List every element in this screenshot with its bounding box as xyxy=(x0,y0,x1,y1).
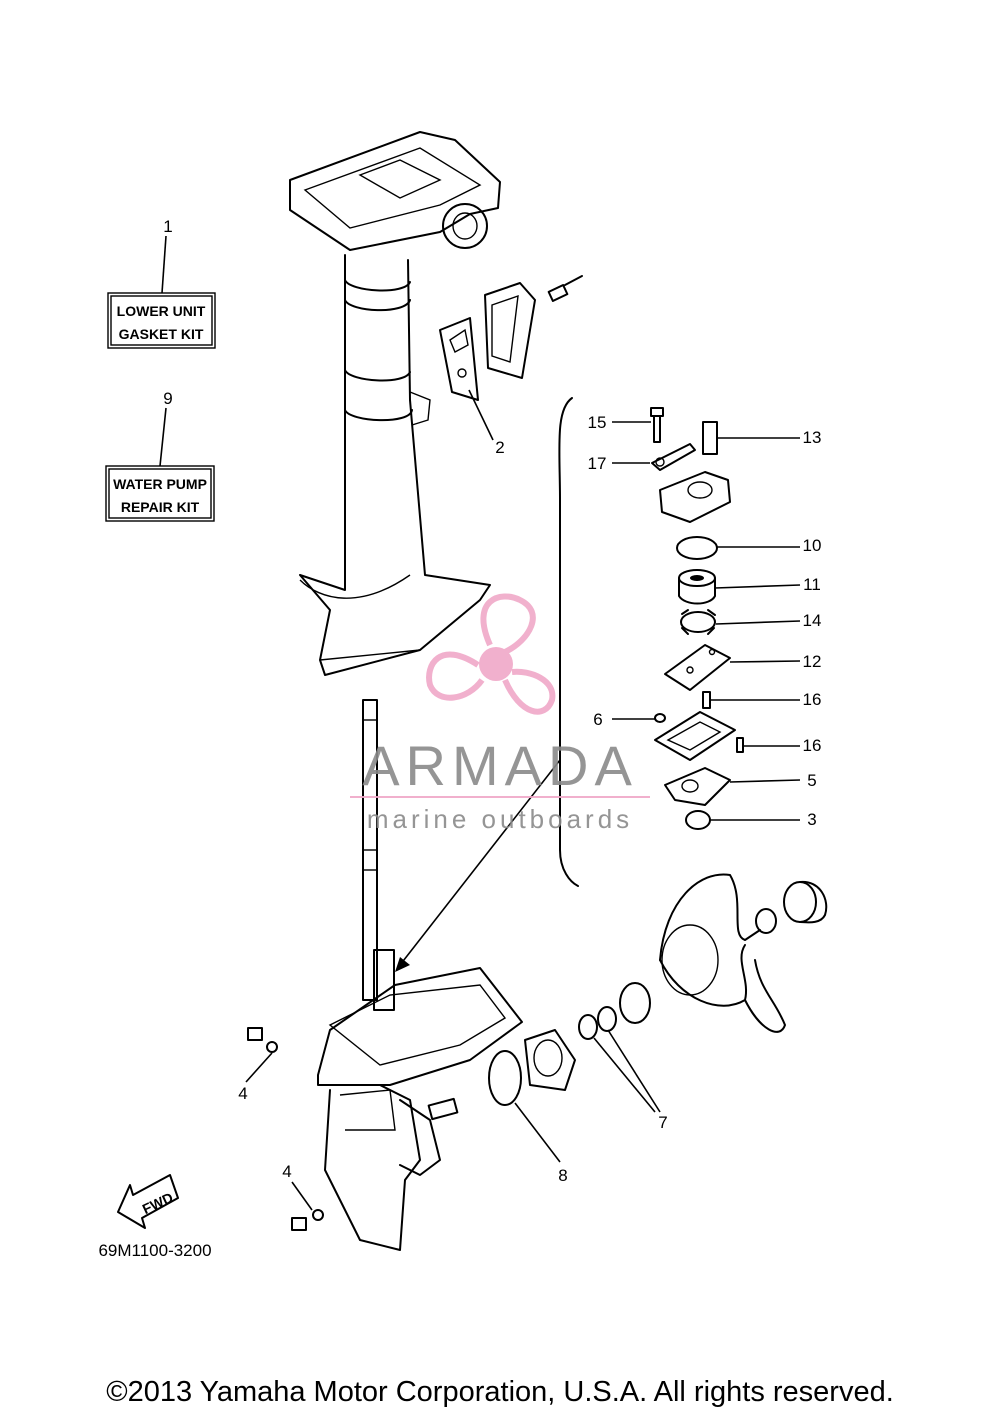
callout-10: 10 xyxy=(803,536,822,555)
water-pump-kit-line1: WATER PUMP xyxy=(113,476,207,492)
oil-seal-part-3 xyxy=(685,810,711,830)
prop-shaft-housing xyxy=(524,1029,576,1091)
callout-4-upper: 4 xyxy=(238,1084,247,1103)
plate-part-17 xyxy=(651,443,696,471)
copyright-notice: ©2013 Yamaha Motor Corporation, U.S.A. A… xyxy=(106,1376,894,1408)
fwd-arrow: FWD xyxy=(117,1174,179,1229)
callout-12: 12 xyxy=(803,652,822,671)
callout-16-lower: 16 xyxy=(803,736,822,755)
callout-11: 11 xyxy=(803,575,821,594)
pump-base xyxy=(654,711,736,761)
callout-3: 3 xyxy=(807,810,816,829)
bolt-part-15 xyxy=(650,407,664,443)
upper-casing xyxy=(289,131,501,676)
bolt-lower xyxy=(291,1209,324,1231)
callout-16-upper: 16 xyxy=(803,690,822,709)
armada-watermark: ARMADA marine outboards xyxy=(350,593,650,834)
fwd-label: FWD xyxy=(140,1189,176,1217)
callout-1: 1 xyxy=(163,217,172,236)
dowel-pin-lower xyxy=(736,737,744,753)
propeller-logo-icon xyxy=(426,593,556,715)
lower-casing xyxy=(317,949,523,1251)
water-pump-kit-line2: REPAIR KIT xyxy=(121,499,200,515)
callout-15: 15 xyxy=(588,413,607,432)
callout-7: 7 xyxy=(658,1113,667,1132)
thrust-washer xyxy=(619,982,651,1024)
gasket-part-5 xyxy=(664,767,731,806)
propeller-nut xyxy=(783,880,828,924)
callout-13: 13 xyxy=(803,428,822,447)
diagram-code: 69M1100-3200 xyxy=(98,1241,211,1260)
outer-plate-12 xyxy=(664,644,731,691)
insert-cartridge-11 xyxy=(678,569,716,605)
drive-shaft xyxy=(362,699,378,1001)
cover-plate xyxy=(484,282,536,379)
callout-8: 8 xyxy=(558,1166,567,1185)
propeller xyxy=(659,873,786,1033)
oring-part-10 xyxy=(676,536,718,560)
bearing-pair-7 xyxy=(578,1006,617,1040)
pump-housing xyxy=(659,471,731,523)
callout-14: 14 xyxy=(803,611,822,630)
oring-part-8 xyxy=(488,1050,522,1106)
callout-9: 9 xyxy=(163,389,172,408)
callout-6: 6 xyxy=(593,710,602,729)
impeller-part-14 xyxy=(680,609,716,635)
callout-17: 17 xyxy=(588,454,607,473)
callout-5: 5 xyxy=(807,771,816,790)
callout-4-lower: 4 xyxy=(282,1162,291,1181)
bolt-upper xyxy=(247,1027,278,1053)
water-pump-kit-box: WATER PUMP REPAIR KIT xyxy=(105,465,215,522)
gasket-kit-line2: GASKET KIT xyxy=(119,326,204,342)
cover-bolt xyxy=(547,275,583,302)
callout-2: 2 xyxy=(495,438,504,457)
watermark-brand: ARMADA xyxy=(362,734,638,797)
gasket-kit-box: LOWER UNIT GASKET KIT xyxy=(107,292,216,349)
dowel-pin-upper xyxy=(702,691,711,709)
gasket-kit-line1: LOWER UNIT xyxy=(117,303,206,319)
grommet-part-6 xyxy=(654,713,666,723)
gasket-part-2 xyxy=(439,317,479,401)
tube-part-13 xyxy=(702,421,718,455)
watermark-tagline: marine outboards xyxy=(367,804,633,834)
